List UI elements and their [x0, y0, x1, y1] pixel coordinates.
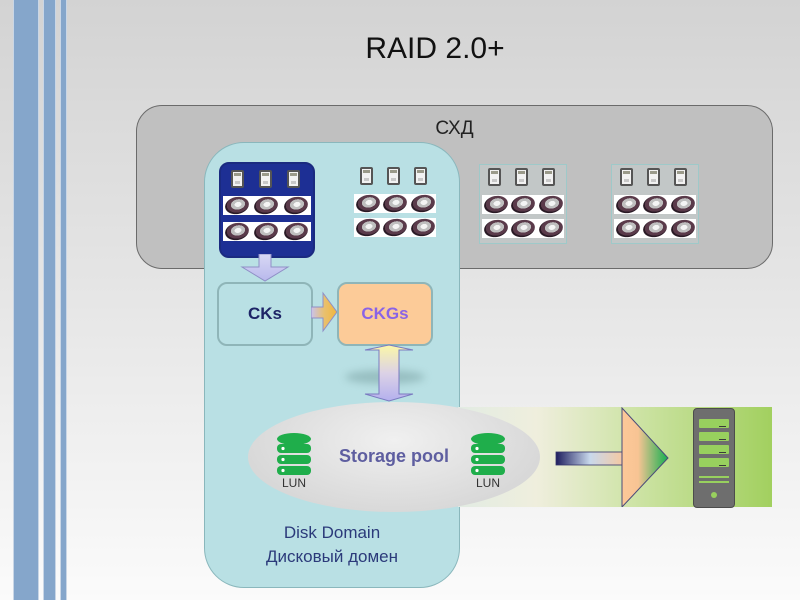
hdd-icon — [641, 217, 669, 240]
ssd-icon — [674, 168, 687, 186]
hdd-icon — [252, 194, 280, 217]
disk-enclosure-4 — [611, 164, 699, 244]
lun-label: LUN — [281, 476, 306, 490]
lun-left: LUN — [274, 432, 314, 490]
ssd-icon — [414, 167, 427, 185]
server-icon — [693, 408, 735, 508]
ssd-icon — [515, 168, 528, 186]
cks-box: CKs — [217, 282, 313, 346]
database-icon — [471, 433, 505, 475]
ssd-icon — [231, 170, 244, 188]
big-arrow-right-icon — [555, 407, 669, 507]
hdd-icon — [614, 193, 642, 216]
ssd-icon — [259, 170, 272, 188]
ckgs-box: CKGs — [337, 282, 433, 346]
hdd-row — [223, 220, 311, 243]
hdd-row — [614, 217, 697, 240]
storage-pool: Storage pool LUN LUN — [248, 402, 540, 512]
hdd-icon — [669, 217, 697, 240]
lun-label: LUN — [475, 476, 500, 490]
disk-enclosure-1 — [219, 162, 315, 258]
hdd-icon — [354, 192, 382, 215]
arrow-right-icon — [311, 291, 338, 333]
hdd-icon — [614, 217, 642, 240]
arrow-down-icon — [240, 254, 290, 282]
decorative-stripe — [13, 0, 39, 600]
double-arrow-icon — [364, 344, 414, 402]
decorative-stripe — [43, 0, 56, 600]
hdd-row — [482, 217, 565, 240]
slide-title: RAID 2.0+ — [365, 32, 505, 65]
ssd-icon — [287, 170, 300, 188]
ssd-icon — [360, 167, 373, 185]
hdd-icon — [381, 192, 409, 215]
hdd-icon — [223, 220, 251, 243]
hdd-icon — [641, 193, 669, 216]
disk-enclosure-2 — [352, 164, 438, 242]
disk-domain-label: Disk Domain Дисковый домен — [205, 521, 459, 569]
disk-domain-label-ru: Дисковый домен — [266, 547, 398, 566]
hdd-row — [354, 216, 437, 239]
hdd-icon — [537, 217, 565, 240]
ssd-icon — [620, 168, 633, 186]
hdd-icon — [252, 220, 280, 243]
hdd-icon — [282, 194, 310, 217]
database-icon — [277, 433, 311, 475]
lun-right: LUN — [468, 432, 508, 490]
storage-system-label: СХД — [435, 118, 474, 139]
hdd-icon — [282, 220, 310, 243]
ssd-icon — [488, 168, 501, 186]
ssd-icon — [387, 167, 400, 185]
hdd-row — [223, 194, 311, 217]
hdd-icon — [381, 216, 409, 239]
hdd-icon — [409, 192, 437, 215]
hdd-icon — [223, 194, 251, 217]
hdd-row — [614, 193, 697, 216]
hdd-icon — [409, 216, 437, 239]
hdd-icon — [537, 193, 565, 216]
hdd-icon — [354, 216, 382, 239]
disk-domain-label-en: Disk Domain — [283, 523, 381, 542]
hdd-row — [354, 192, 437, 215]
hdd-icon — [509, 193, 537, 216]
storage-pool-label: Storage pool — [338, 446, 449, 466]
hdd-row — [482, 193, 565, 216]
hdd-icon — [482, 217, 510, 240]
hdd-icon — [509, 217, 537, 240]
disk-enclosure-3 — [479, 164, 567, 244]
ssd-icon — [542, 168, 555, 186]
decorative-stripe — [60, 0, 67, 600]
hdd-icon — [669, 193, 697, 216]
ssd-icon — [647, 168, 660, 186]
hdd-icon — [482, 193, 510, 216]
